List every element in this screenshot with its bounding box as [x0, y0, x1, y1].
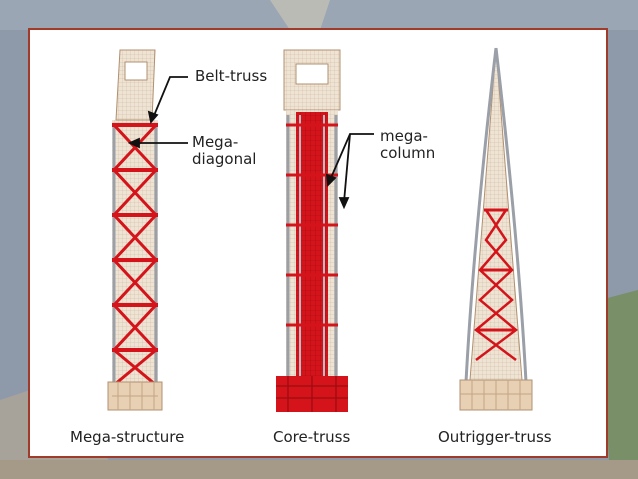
- mega-structure-tower: [107, 49, 163, 411]
- belt-truss-label: Belt-truss: [195, 67, 268, 85]
- core-truss-caption: Core-truss: [273, 428, 351, 446]
- outrigger-truss-tower: [459, 47, 533, 411]
- diagram-panel: Belt-truss Mega- diagonal mega- column M…: [28, 28, 608, 458]
- mega-column-label: mega- column: [380, 127, 436, 162]
- mega-diagonal-label: Mega- diagonal: [192, 133, 257, 168]
- mega-diagonal-pointer: [127, 137, 188, 149]
- tower-illustrations: [107, 47, 533, 412]
- mega-column-pointer: [325, 133, 374, 210]
- outrigger-truss-caption: Outrigger-truss: [438, 428, 552, 446]
- belt-truss-pointer: [147, 76, 188, 124]
- mega-structure-caption: Mega-structure: [70, 428, 185, 446]
- core-truss-tower: [276, 49, 348, 412]
